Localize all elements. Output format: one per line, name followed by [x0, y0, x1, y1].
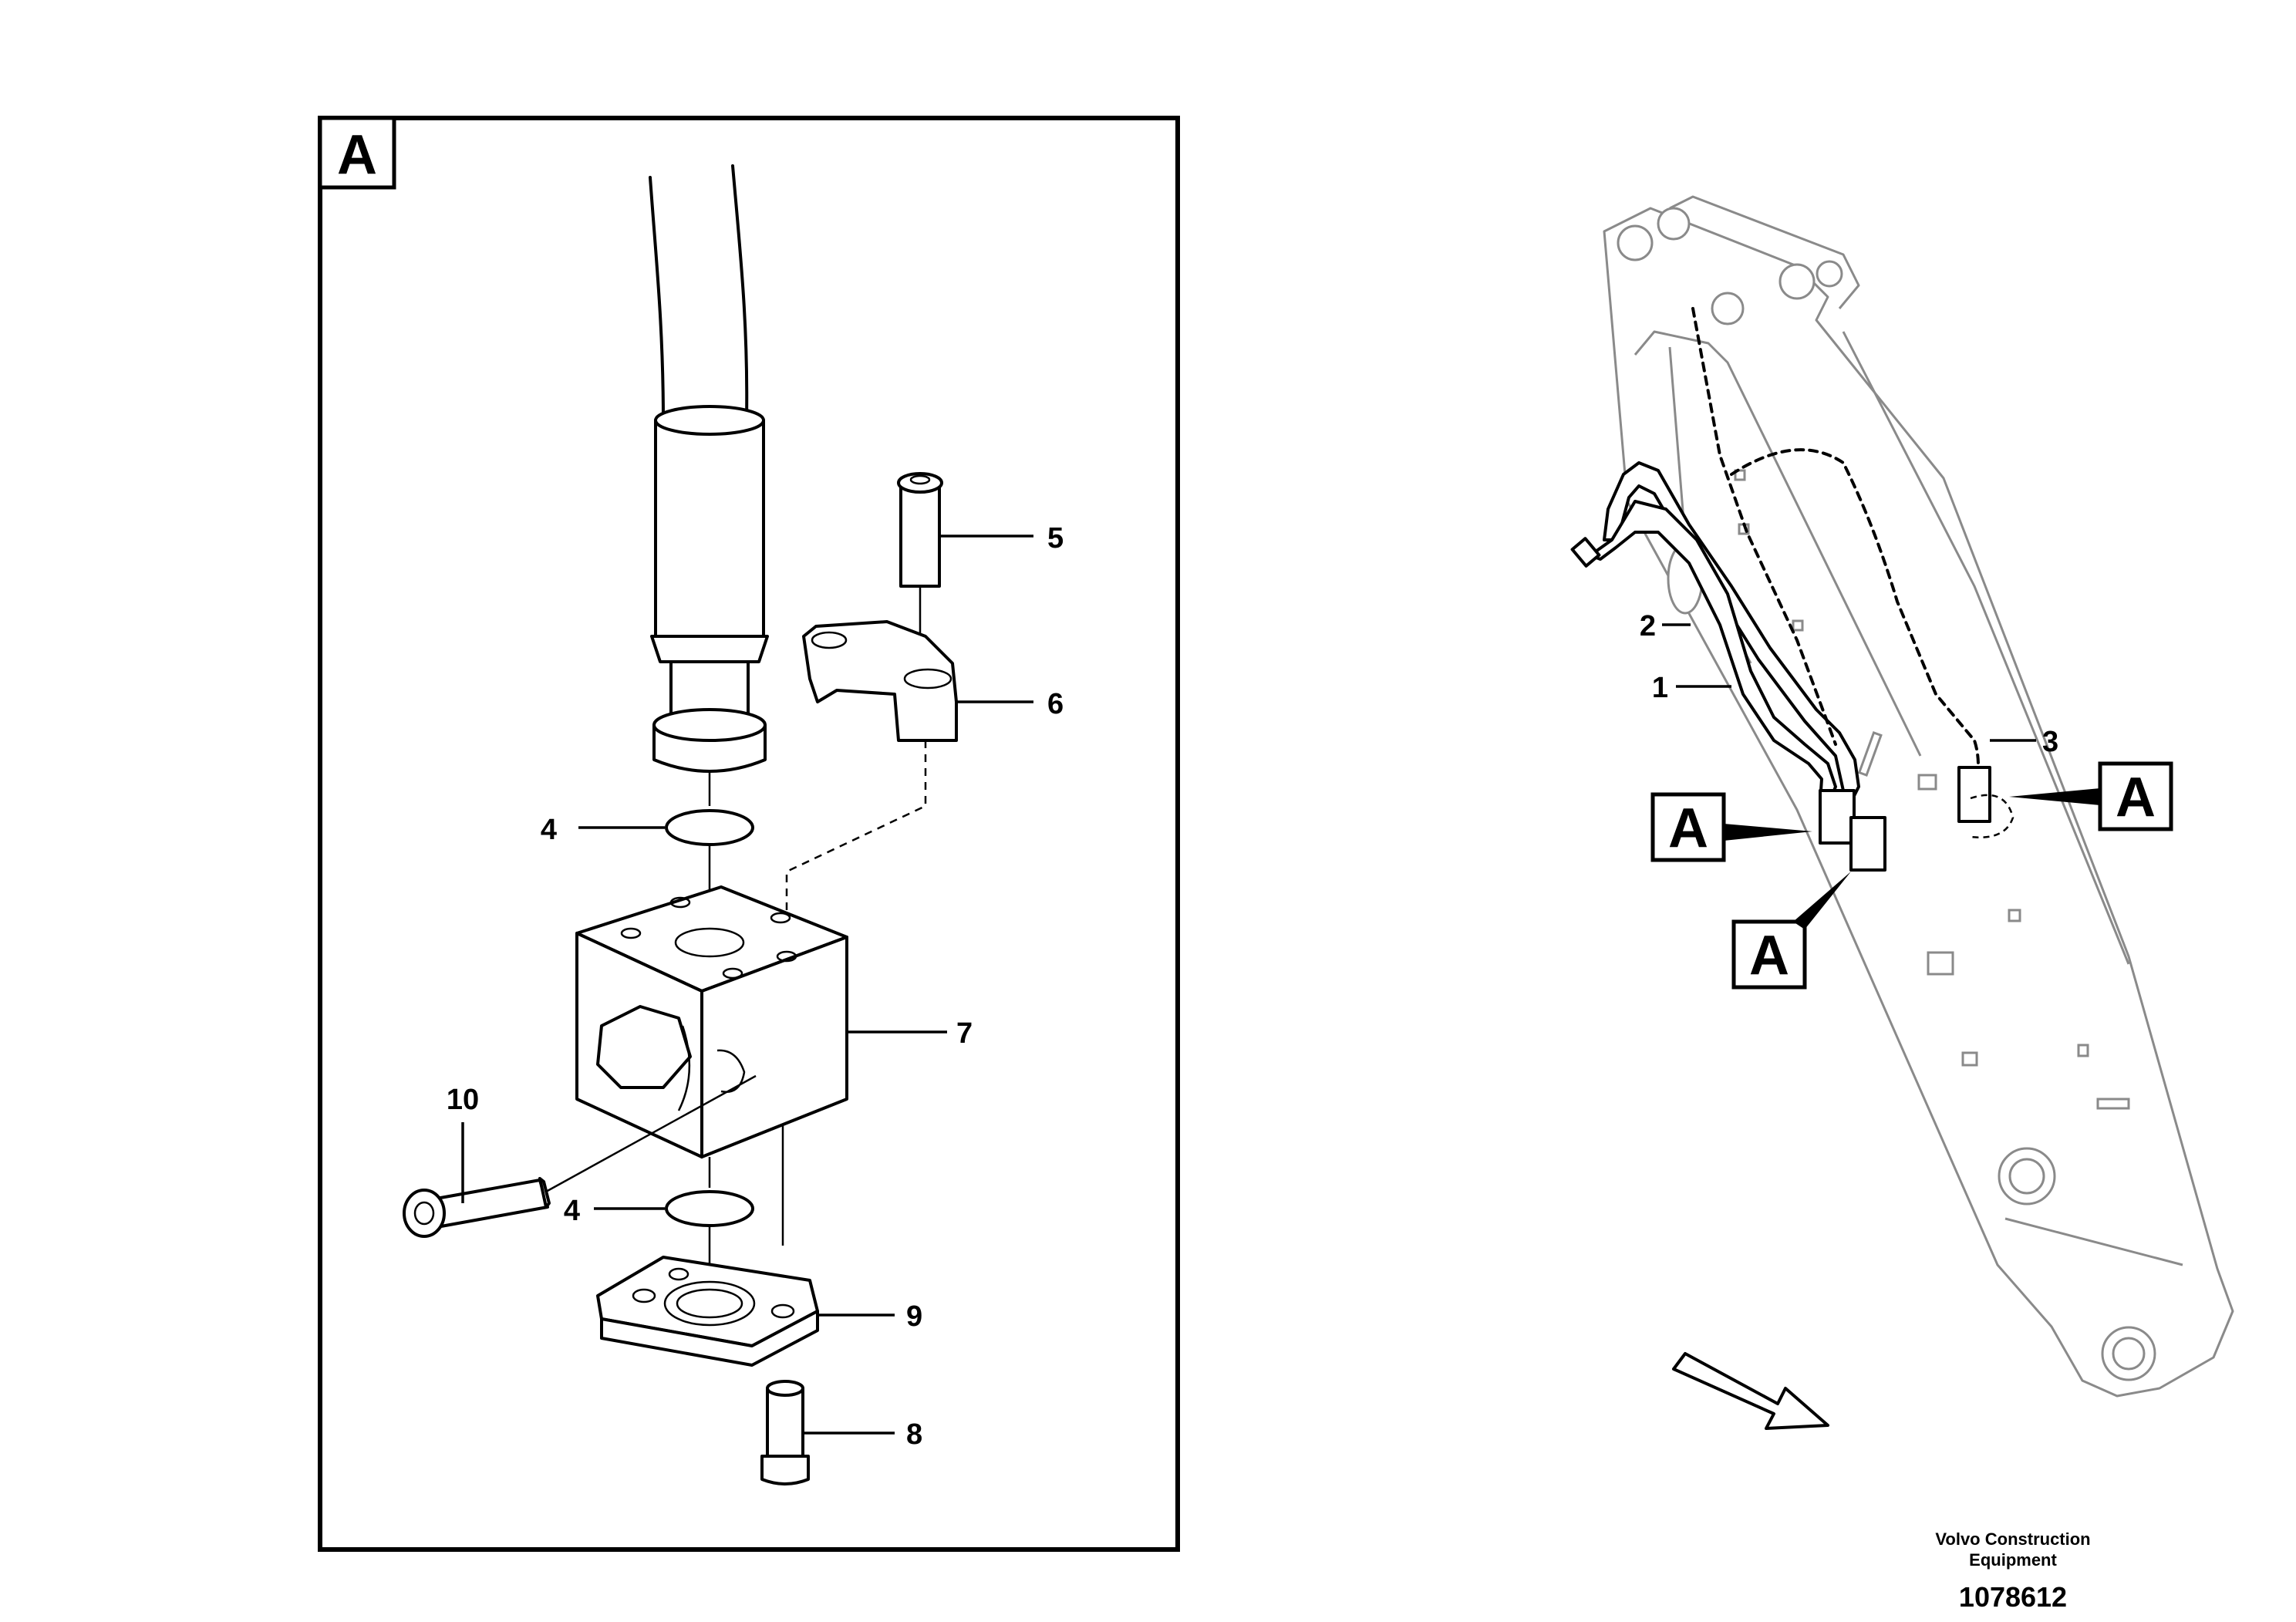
callout-10: 10 [447, 1084, 479, 1116]
footer: Volvo Construction Equipment 1078612 [1935, 1529, 2090, 1613]
detail-view-label-box [318, 116, 396, 190]
svg-text:A: A [1668, 798, 1708, 859]
callout-8: 8 [906, 1418, 922, 1451]
detail-view-label: A [337, 124, 377, 186]
hydraulic-hoses [1570, 307, 2014, 872]
callout-6: 6 [1047, 688, 1064, 720]
callout-1: 1 [1652, 672, 1668, 704]
callout-5: 5 [1047, 522, 1064, 555]
o-ring-part-4-bottom [594, 1190, 754, 1273]
flange-part-9 [596, 1256, 895, 1367]
detail-view-a: A [318, 116, 1180, 1552]
callout-9: 9 [906, 1300, 922, 1333]
flange-clamp-part-6 [785, 620, 1033, 922]
screw-part-8 [760, 1380, 895, 1485]
detail-frame [318, 116, 1180, 1552]
callout-2: 2 [1640, 610, 1656, 642]
hydraulic-hose [649, 164, 769, 773]
direction-arrow [1672, 1352, 1829, 1430]
company-name-line2: Equipment [1969, 1550, 2057, 1570]
callout-7: 7 [956, 1017, 973, 1050]
callout-4-top: 4 [541, 814, 557, 846]
dipper-arm-overview: 2 1 3 A A A [1570, 195, 2234, 1430]
view-a-marker-left: A [1650, 792, 1812, 862]
callout-3: 3 [2042, 726, 2058, 758]
svg-text:A: A [2116, 767, 2156, 828]
view-a-marker-right: A [2009, 761, 2173, 831]
svg-text:A: A [1749, 925, 1789, 986]
drawing-number: 1078612 [1959, 1581, 2067, 1613]
callout-4-bottom: 4 [564, 1195, 580, 1227]
view-a-marker-bottom: A [1731, 872, 1851, 990]
screw-part-5 [897, 472, 1033, 640]
company-name-line1: Volvo Construction [1935, 1529, 2090, 1549]
valve-block-part-7 [575, 885, 947, 1246]
bolt-part-10 [403, 1074, 757, 1238]
